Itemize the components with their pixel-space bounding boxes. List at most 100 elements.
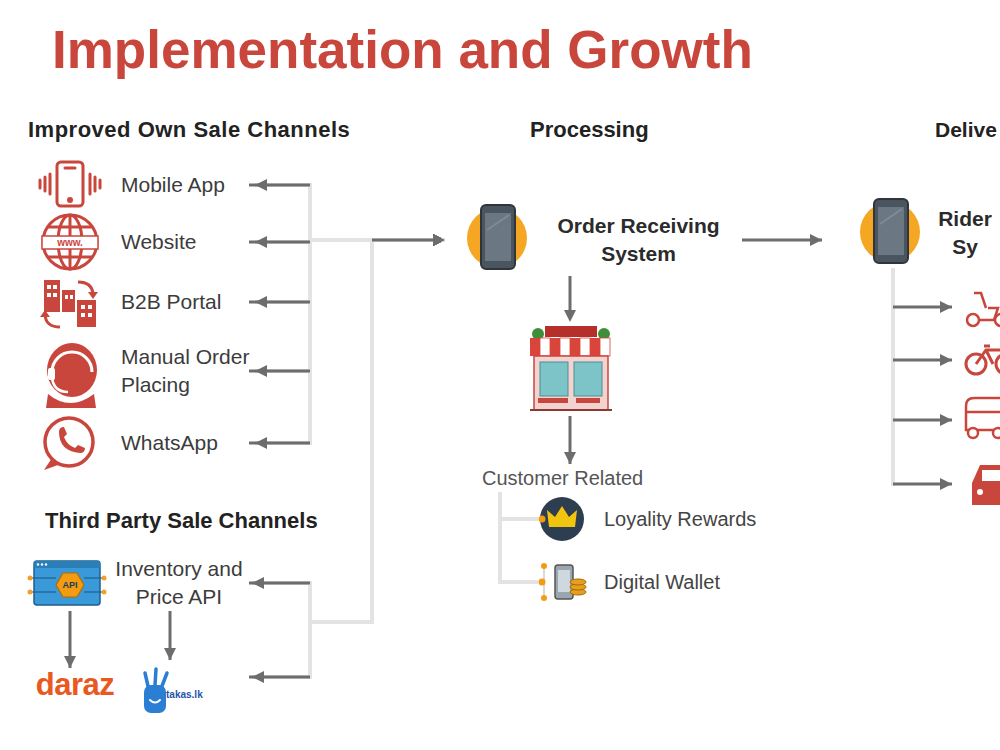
shop-illustration (530, 338, 540, 356)
api-icon (102, 576, 107, 581)
arrow-shafts (249, 301, 310, 304)
flow-connector (255, 240, 445, 371)
rider-branch-lines (891, 268, 895, 486)
node-text: takas.lk (166, 689, 203, 701)
rider-branch-lines (893, 359, 952, 362)
digital-wallet-icon (541, 595, 547, 601)
api-icon (30, 578, 104, 592)
flow-connector (69, 611, 72, 668)
shop-illustration (570, 338, 580, 356)
marketplace-logo: daraz (30, 668, 120, 702)
api-icon (28, 576, 33, 581)
node-text: Rider Sy (930, 205, 1000, 261)
node-text: Mobile App (121, 171, 225, 199)
tuk-tuk-icon (993, 428, 1000, 438)
digital-wallet-icon (570, 579, 586, 585)
shop-illustration (550, 338, 560, 356)
flow-connector (500, 492, 538, 519)
shop-illustration (590, 338, 600, 356)
tuk-tuk-icon (966, 398, 1000, 438)
shop-illustration (540, 338, 550, 356)
scooter-icon (974, 293, 998, 320)
mobile-app-icon (44, 177, 47, 191)
api-icon (84, 591, 104, 592)
column-heading: Third Party Sale Channels (45, 508, 318, 534)
api-channel: Inventory and Price API (30, 555, 252, 611)
car-icon (977, 489, 983, 495)
arrow-shafts (249, 184, 310, 187)
rider-branch-lines (893, 306, 952, 309)
call-agent-icon (46, 394, 96, 408)
b2b-buildings-icon (53, 293, 57, 297)
call-agent-icon (52, 378, 68, 392)
api-icon (34, 561, 100, 605)
api-icon (102, 590, 107, 595)
b2b-buildings-icon (53, 285, 57, 289)
shop-illustration (564, 310, 576, 322)
arrow-shafts (249, 442, 310, 445)
flow-connector (500, 492, 538, 582)
mobile-app-icon (57, 162, 83, 206)
process-box: Order Receiving System (445, 204, 742, 276)
channel-item: Manual Order Placing (115, 343, 255, 399)
api-icon (34, 561, 100, 568)
feature-item: Loyality Rewards (538, 500, 770, 538)
process-box: Rider Sy (822, 197, 1000, 269)
api-icon (30, 591, 56, 592)
globe-icon (48, 226, 92, 229)
node-text: Loyality Rewards (604, 505, 756, 533)
call-agent-icon (48, 368, 55, 380)
takas-logo-icon (144, 685, 166, 713)
loyalty-crown-icon (547, 506, 577, 527)
rider-system-icon (860, 199, 920, 263)
flow-connector (255, 240, 445, 443)
order-system-icon (487, 215, 509, 230)
mobile-app-icon (65, 167, 75, 170)
b2b-buildings-icon (81, 313, 85, 317)
arrow-shafts (249, 370, 310, 373)
b2b-buildings-icon (88, 305, 92, 309)
node-text: Inventory and Price API (106, 555, 252, 611)
call-agent-icon (46, 343, 97, 408)
bicycle-icon (996, 354, 1000, 374)
order-system-icon (467, 205, 527, 269)
bicycle-icon (976, 346, 1000, 364)
b2b-buildings-icon (77, 300, 96, 327)
tuk-tuk-icon (968, 428, 978, 438)
digital-wallet-icon (541, 563, 547, 569)
diagram-title: Implementation and Growth (52, 23, 753, 76)
flow-connector (742, 239, 822, 242)
b2b-buildings-icon (88, 313, 92, 317)
loyalty-crown-icon (539, 497, 585, 541)
takas-logo-icon (145, 673, 148, 686)
digital-wallet-icon (558, 570, 570, 592)
b2b-buildings-icon (62, 290, 75, 312)
rider-branch-lines (893, 419, 952, 422)
shop-illustration (538, 398, 568, 403)
mobile-app-icon (40, 162, 100, 206)
loyalty-crown-icon (539, 516, 546, 523)
shop-illustration (534, 356, 608, 410)
digital-wallet-icon (539, 579, 546, 586)
column-heading: Delive (935, 117, 997, 143)
call-agent-icon (47, 343, 97, 397)
takas-logo-icon (162, 673, 167, 686)
b2b-buildings-icon (40, 280, 98, 327)
globe-icon (43, 215, 97, 269)
takas-logo-icon (144, 669, 167, 713)
mobile-app-icon (69, 199, 72, 202)
tuk-tuk-icon (966, 398, 1000, 430)
shop-illustration (528, 310, 614, 416)
mobile-app-icon (99, 180, 102, 188)
whatsapp-icon (59, 427, 85, 453)
b2b-buildings-icon (44, 280, 60, 312)
digital-wallet-icon (539, 563, 587, 601)
car-icon (982, 470, 1000, 481)
shop-illustration (574, 362, 602, 396)
call-agent-icon (52, 352, 92, 372)
shop-illustration (600, 338, 610, 356)
flow-connector (252, 240, 445, 677)
icon-text: www. (42, 236, 98, 249)
node-text: B2B Portal (121, 288, 221, 316)
